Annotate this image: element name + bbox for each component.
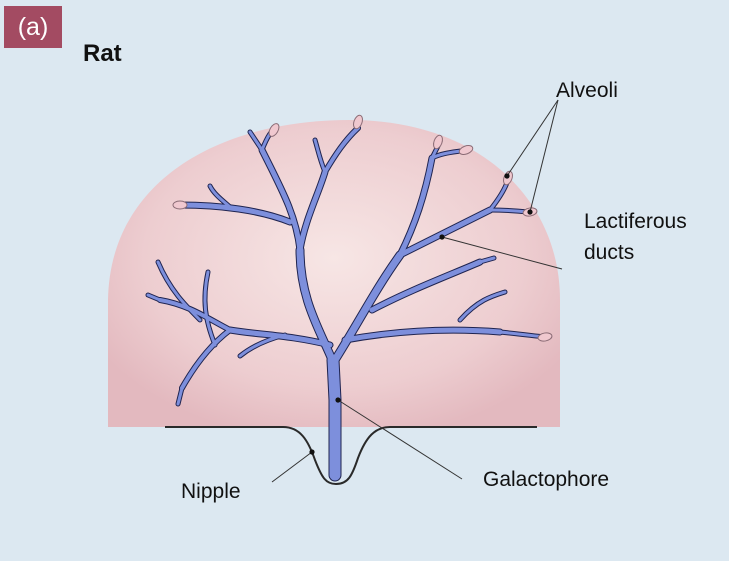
label-galactophore: Galactophore bbox=[483, 467, 609, 493]
panel-tag: (a) bbox=[4, 6, 62, 48]
label-lactiferous: Lactiferous bbox=[584, 209, 687, 235]
label-alveoli: Alveoli bbox=[556, 78, 618, 104]
species-title: Rat bbox=[83, 40, 122, 68]
label-nipple: Nipple bbox=[181, 479, 241, 505]
skin-line bbox=[165, 427, 537, 484]
alveolus bbox=[173, 201, 187, 209]
duct-branch bbox=[333, 360, 335, 475]
label-ducts: ducts bbox=[584, 240, 634, 266]
